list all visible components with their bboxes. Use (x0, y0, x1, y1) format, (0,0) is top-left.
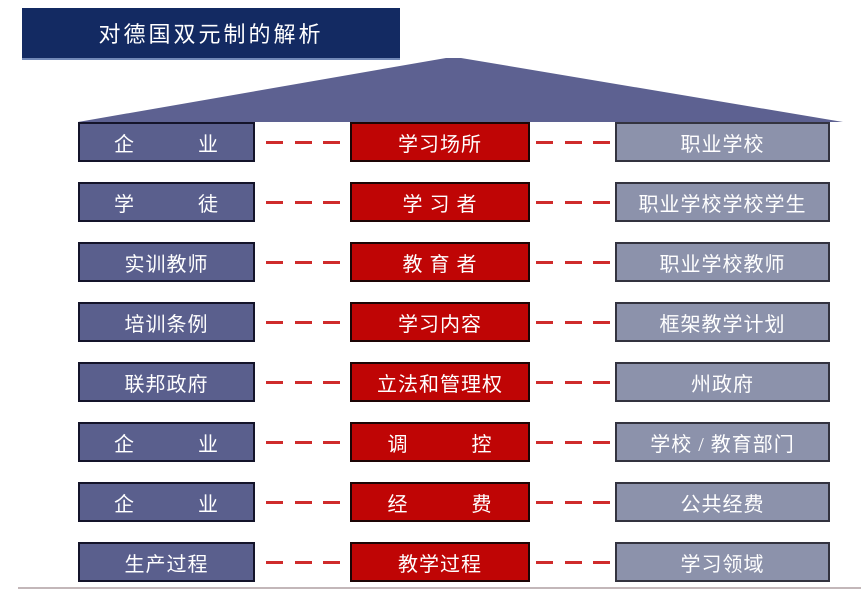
center-box: 经 费 (350, 482, 530, 522)
diagram-row: 企 业 学习场所 职业学校 (0, 122, 861, 162)
diagram-row: 生产过程 教学过程 学习领域 (0, 542, 861, 582)
left-box: 生产过程 (78, 542, 255, 582)
right-box: 框架教学计划 (615, 302, 830, 342)
connector-dashes (266, 302, 340, 342)
center-box: 调 控 (350, 422, 530, 462)
right-box: 公共经费 (615, 482, 830, 522)
bottom-divider (18, 587, 861, 589)
left-box: 联邦政府 (78, 362, 255, 402)
center-box: 教学过程 (350, 542, 530, 582)
left-box: 企 业 (78, 422, 255, 462)
right-box: 学校 / 教育部门 (615, 422, 830, 462)
right-box: 学习领域 (615, 542, 830, 582)
center-box: 学 习 者 (350, 182, 530, 222)
connector-dashes (266, 362, 340, 402)
connector-dashes (266, 122, 340, 162)
connector-dashes (536, 422, 610, 462)
center-box: 教 育 者 (350, 242, 530, 282)
connector-dashes (536, 242, 610, 282)
diagram-title: 对德国双元制的解析 (98, 22, 324, 47)
connector-dashes (536, 542, 610, 582)
left-box: 培训条例 (78, 302, 255, 342)
diagram-title-box: 对德国双元制的解析 (22, 8, 400, 60)
right-box: 州政府 (615, 362, 830, 402)
left-box: 企 业 (78, 482, 255, 522)
right-box: 职业学校学校学生 (615, 182, 830, 222)
diagram-row: 培训条例 学习内容 框架教学计划 (0, 302, 861, 342)
right-box: 职业学校 (615, 122, 830, 162)
diagram-row: 学 徒 学 习 者 职业学校学校学生 (0, 182, 861, 222)
connector-dashes (266, 542, 340, 582)
connector-dashes (266, 422, 340, 462)
diagram-row: 联邦政府 立法和管理权 州政府 (0, 362, 861, 402)
diagram-row: 企 业 经 费 公共经费 (0, 482, 861, 522)
left-box: 学 徒 (78, 182, 255, 222)
connector-dashes (266, 242, 340, 282)
center-box: 立法和管理权 (350, 362, 530, 402)
connector-dashes (266, 482, 340, 522)
left-box: 企 业 (78, 122, 255, 162)
connector-dashes (536, 482, 610, 522)
right-box: 职业学校教师 (615, 242, 830, 282)
left-box: 实训教师 (78, 242, 255, 282)
connector-dashes (536, 362, 610, 402)
connector-dashes (266, 182, 340, 222)
center-box: 学习内容 (350, 302, 530, 342)
connector-dashes (536, 122, 610, 162)
connector-dashes (536, 182, 610, 222)
diagram-row: 企 业 调 控 学校 / 教育部门 (0, 422, 861, 462)
diagram-row: 实训教师 教 育 者 职业学校教师 (0, 242, 861, 282)
connector-dashes (536, 302, 610, 342)
center-box: 学习场所 (350, 122, 530, 162)
